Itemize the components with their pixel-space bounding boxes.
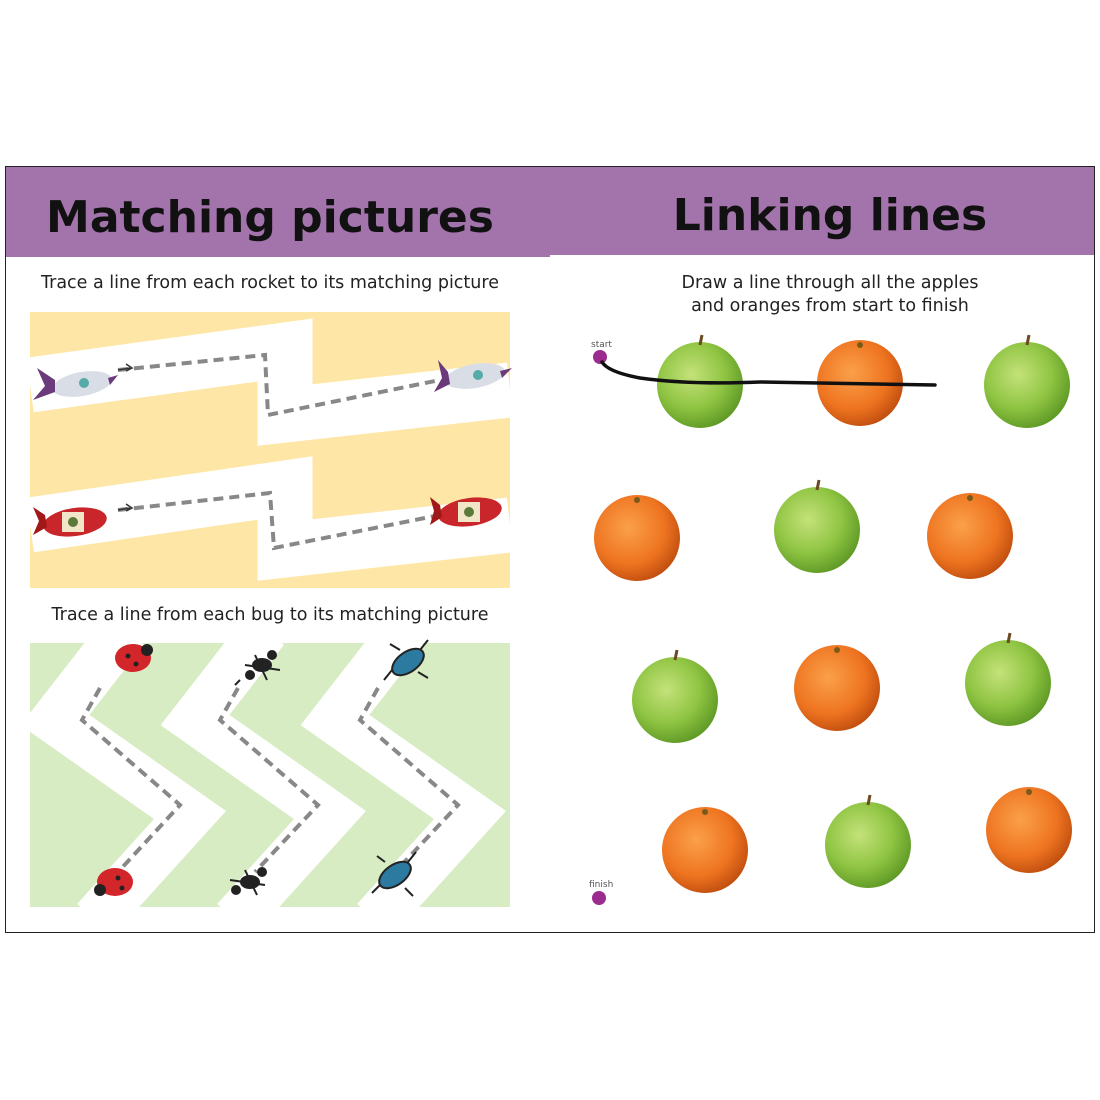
ant-icon <box>234 650 281 686</box>
drawn-line <box>600 360 937 387</box>
rocket-tracing-panel[interactable] <box>26 312 514 588</box>
orange-icon <box>594 495 680 581</box>
arrow-icon <box>117 363 134 372</box>
dashed-trace-path <box>79 687 183 874</box>
ladybug-match-icon <box>94 868 133 896</box>
right-page-title: Linking lines <box>673 190 987 241</box>
orange-icon <box>662 807 748 893</box>
dashed-trace-path <box>117 490 441 551</box>
dashed-trace-path <box>117 352 441 418</box>
finish-label: finish <box>589 880 613 890</box>
purple-rocket-match-icon <box>434 360 512 392</box>
linking-instruction-line2: and oranges from start to finish <box>691 296 969 316</box>
start-dot <box>593 350 607 364</box>
dashed-trace-path <box>357 687 461 874</box>
bug-instruction: Trace a line from each bug to its matchi… <box>51 605 489 625</box>
left-header-bar <box>6 167 550 257</box>
purple-rocket-icon <box>33 368 118 400</box>
start-label: start <box>591 340 612 350</box>
ladybug-icon <box>115 644 153 672</box>
orange-icon <box>927 493 1013 579</box>
right-header-bar <box>550 167 1094 255</box>
finish-dot <box>592 891 606 905</box>
beetle-icon <box>383 639 429 681</box>
dashed-trace-path <box>217 687 321 874</box>
linking-instruction-line1: Draw a line through all the apples <box>681 273 978 293</box>
beetle-match-icon <box>371 851 417 897</box>
ant-match-icon <box>229 867 267 896</box>
red-rocket-match-icon <box>430 497 502 527</box>
orange-icon <box>986 787 1072 873</box>
orange-icon <box>794 645 880 731</box>
red-rocket-icon <box>33 507 107 537</box>
rocket-instruction: Trace a line from each rocket to its mat… <box>40 273 499 293</box>
arrow-icon <box>117 503 134 512</box>
left-page-title: Matching pictures <box>46 192 494 243</box>
bug-tracing-panel[interactable] <box>30 630 510 920</box>
